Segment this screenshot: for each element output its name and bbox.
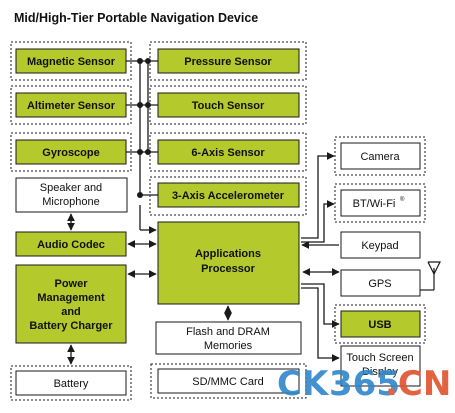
sdmmc-card-block: SD/MMC Card (150, 363, 307, 399)
watermark-cn: .CN (385, 364, 451, 404)
touch-sensor-label: Touch Sensor (192, 100, 265, 112)
usb-block: USB (334, 304, 426, 344)
gyroscope-block: Gyroscope (10, 132, 132, 172)
keypad-label: Keypad (361, 240, 398, 252)
gps-label: GPS (368, 278, 391, 290)
speaker-label-line2: Microphone (42, 196, 99, 208)
flash-label-line2: Memories (204, 340, 253, 352)
applications-processor-block: Applications Processor (157, 221, 300, 305)
three-axis-accelerometer-label: 3-Axis Accelerometer (172, 190, 285, 202)
speaker-label-line1: Speaker and (40, 182, 102, 194)
power-label-line4: Battery Charger (29, 320, 113, 332)
watermark-ck: CK (277, 364, 330, 404)
touch-screen-display-block: Touch Screen Display (340, 345, 421, 387)
power-management-block: Power Management and Battery Charger (15, 264, 127, 344)
processor-label-line1: Applications (195, 248, 261, 260)
battery-label: Battery (54, 378, 89, 390)
power-label-line3: and (61, 306, 81, 318)
ck365-watermark: CK 365 .CN (277, 364, 451, 404)
power-label-line2: Management (37, 292, 105, 304)
diagram-title: Mid/High-Tier Portable Navigation Device (14, 11, 258, 25)
keypad-block: Keypad (340, 231, 421, 259)
gyroscope-label: Gyroscope (42, 147, 99, 159)
speaker-microphone-block: Speaker and Microphone (15, 177, 128, 213)
audio-codec-label: Audio Codec (37, 239, 105, 251)
power-label-line1: Power (54, 278, 88, 290)
touchscreen-label-line1: Touch Screen (346, 352, 413, 364)
three-axis-accelerometer-block: 3-Axis Accelerometer (149, 176, 307, 216)
antenna-icon (420, 261, 441, 291)
peripheral-links (301, 152, 340, 362)
watermark-365: 365 (329, 364, 400, 404)
usb-label: USB (368, 319, 391, 331)
six-axis-sensor-block: 6-Axis Sensor (149, 132, 307, 172)
gps-block: GPS (340, 269, 421, 297)
flash-dram-block: Flash and DRAM Memories (155, 321, 302, 355)
flash-label-line1: Flash and DRAM (186, 326, 270, 338)
bus-junction-dots (137, 58, 151, 198)
magnetic-sensor-label: Magnetic Sensor (27, 56, 116, 68)
altimeter-sensor-block: Altimeter Sensor (10, 85, 132, 125)
touch-sensor-block: Touch Sensor (149, 85, 307, 125)
touchscreen-label-line2: Display (362, 366, 399, 378)
pressure-sensor-label: Pressure Sensor (184, 56, 272, 68)
pressure-sensor-block: Pressure Sensor (149, 41, 307, 81)
bt-wifi-registered-mark: ® (400, 196, 405, 203)
altimeter-sensor-label: Altimeter Sensor (27, 100, 116, 112)
camera-block: Camera (334, 136, 426, 176)
six-axis-sensor-label: 6-Axis Sensor (191, 147, 265, 159)
audio-codec-block: Audio Codec (15, 231, 127, 257)
sdmmc-label: SD/MMC Card (192, 376, 264, 388)
camera-label: Camera (360, 151, 400, 163)
battery-block: Battery (10, 365, 132, 401)
bt-wifi-block: BT/Wi-Fi ® (334, 183, 426, 223)
processor-label-line2: Processor (201, 263, 256, 275)
bt-wifi-label: BT/Wi-Fi (353, 198, 396, 210)
magnetic-sensor-block: Magnetic Sensor (10, 41, 132, 81)
